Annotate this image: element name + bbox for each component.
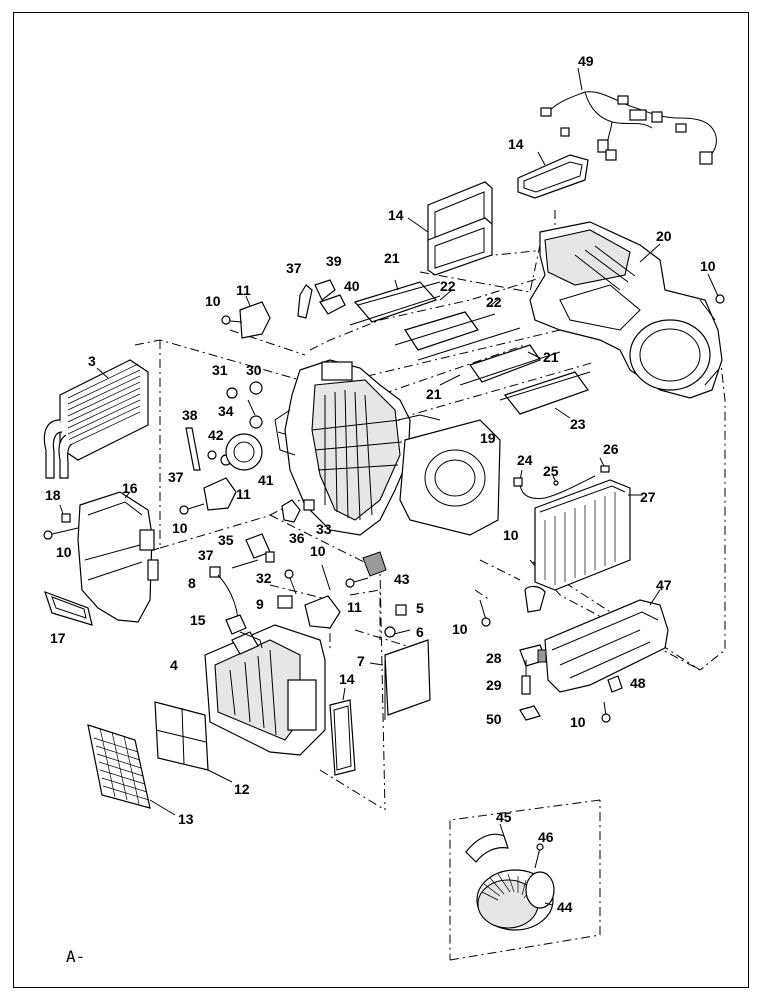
wiring-harness [540,67,717,165]
callout-27: 27 [640,489,656,505]
callout-37-low: 37 [198,547,214,563]
callout-28: 28 [486,650,502,666]
callout-15: 15 [190,612,206,628]
seal-14-lower [329,687,356,776]
callout-43: 43 [394,571,410,587]
callout-37-top: 37 [286,260,302,276]
evaporator-core [534,479,642,591]
seal-top [517,151,589,199]
seal-17 [44,591,93,626]
callout-10-upper-right: 10 [700,258,716,274]
callout-10-top-left: 10 [205,293,221,309]
callout-4: 4 [170,657,178,673]
callout-30: 30 [246,362,262,378]
callout-21-a: 21 [384,250,400,266]
duct-47 [524,585,669,693]
callout-6: 6 [416,624,424,640]
callout-29: 29 [486,677,502,693]
blower-case-lower [204,614,326,756]
callout-33: 33 [316,521,332,537]
callout-19: 19 [480,430,496,446]
callout-14-low: 14 [339,671,355,687]
lower-components [209,551,411,638]
callout-10-lower-mid: 10 [310,543,326,559]
callout-11-low: 11 [347,599,362,615]
callout-50: 50 [486,711,502,727]
callout-39: 39 [326,253,342,269]
callout-38: 38 [182,407,198,423]
callout-10-valve: 10 [452,621,468,637]
callout-21-c: 21 [426,386,442,402]
callout-31: 31 [212,362,228,378]
callout-10-left: 10 [56,544,72,560]
callout-36: 36 [289,530,305,546]
callout-10-mid-left: 10 [172,520,188,536]
callout-13: 13 [178,811,194,827]
blower-housing-upper [529,221,723,399]
callout-44: 44 [557,899,573,915]
callout-16: 16 [122,480,138,496]
screw-10-right [707,273,725,304]
callout-12: 12 [234,781,250,797]
grille-13 [87,724,176,816]
filter-frame-19 [399,419,501,536]
callout-22-a: 22 [440,278,456,294]
duct-16 [77,491,159,623]
sensors [513,457,610,499]
callout-20: 20 [656,228,672,244]
callout-37-mid: 37 [168,469,184,485]
door-flaps [349,279,591,419]
callout-26: 26 [603,441,619,457]
callout-25: 25 [543,463,559,479]
callout-11-top: 11 [236,282,251,298]
callout-47: 47 [656,577,672,593]
callout-46: 46 [538,829,554,845]
valve-parts [479,599,623,723]
filter-12 [154,701,233,783]
callout-18: 18 [45,487,61,503]
heater-case-center [274,359,441,536]
callout-3: 3 [88,353,96,369]
actuators-left [179,279,346,569]
callout-23: 23 [570,416,586,432]
callout-17: 17 [50,630,66,646]
callout-45: 45 [496,809,512,825]
plate-7 [369,639,431,720]
callout-24: 24 [517,452,533,468]
callout-34: 34 [218,403,234,419]
seal-frames [407,181,493,276]
callout-22-b: 22 [486,294,502,310]
callout-41: 41 [258,472,274,488]
callout-10-center: 10 [503,527,519,543]
callout-35: 35 [218,532,234,548]
callout-14-top: 14 [508,136,524,152]
sheet-reference: A- [66,947,85,966]
callout-42: 42 [208,427,224,443]
heater-core [43,359,149,479]
screw-18 [43,504,79,540]
blower-fan [465,823,555,931]
callout-11-mid: 11 [236,486,251,502]
callout-49: 49 [578,53,594,69]
callout-32: 32 [256,570,272,586]
callout-14-frames: 14 [388,207,404,223]
callout-8: 8 [188,575,196,591]
callout-48: 48 [630,675,646,691]
callout-40: 40 [344,278,360,294]
callout-7: 7 [357,653,365,669]
callout-21-b: 21 [543,349,559,365]
diagram-frame [13,12,749,988]
callout-5: 5 [416,600,424,616]
callout-10-bottom-right: 10 [570,714,586,730]
callout-labels: 49 14 14 20 10 21 22 22 37 39 40 11 10 3… [45,53,716,915]
callout-9: 9 [256,596,264,612]
